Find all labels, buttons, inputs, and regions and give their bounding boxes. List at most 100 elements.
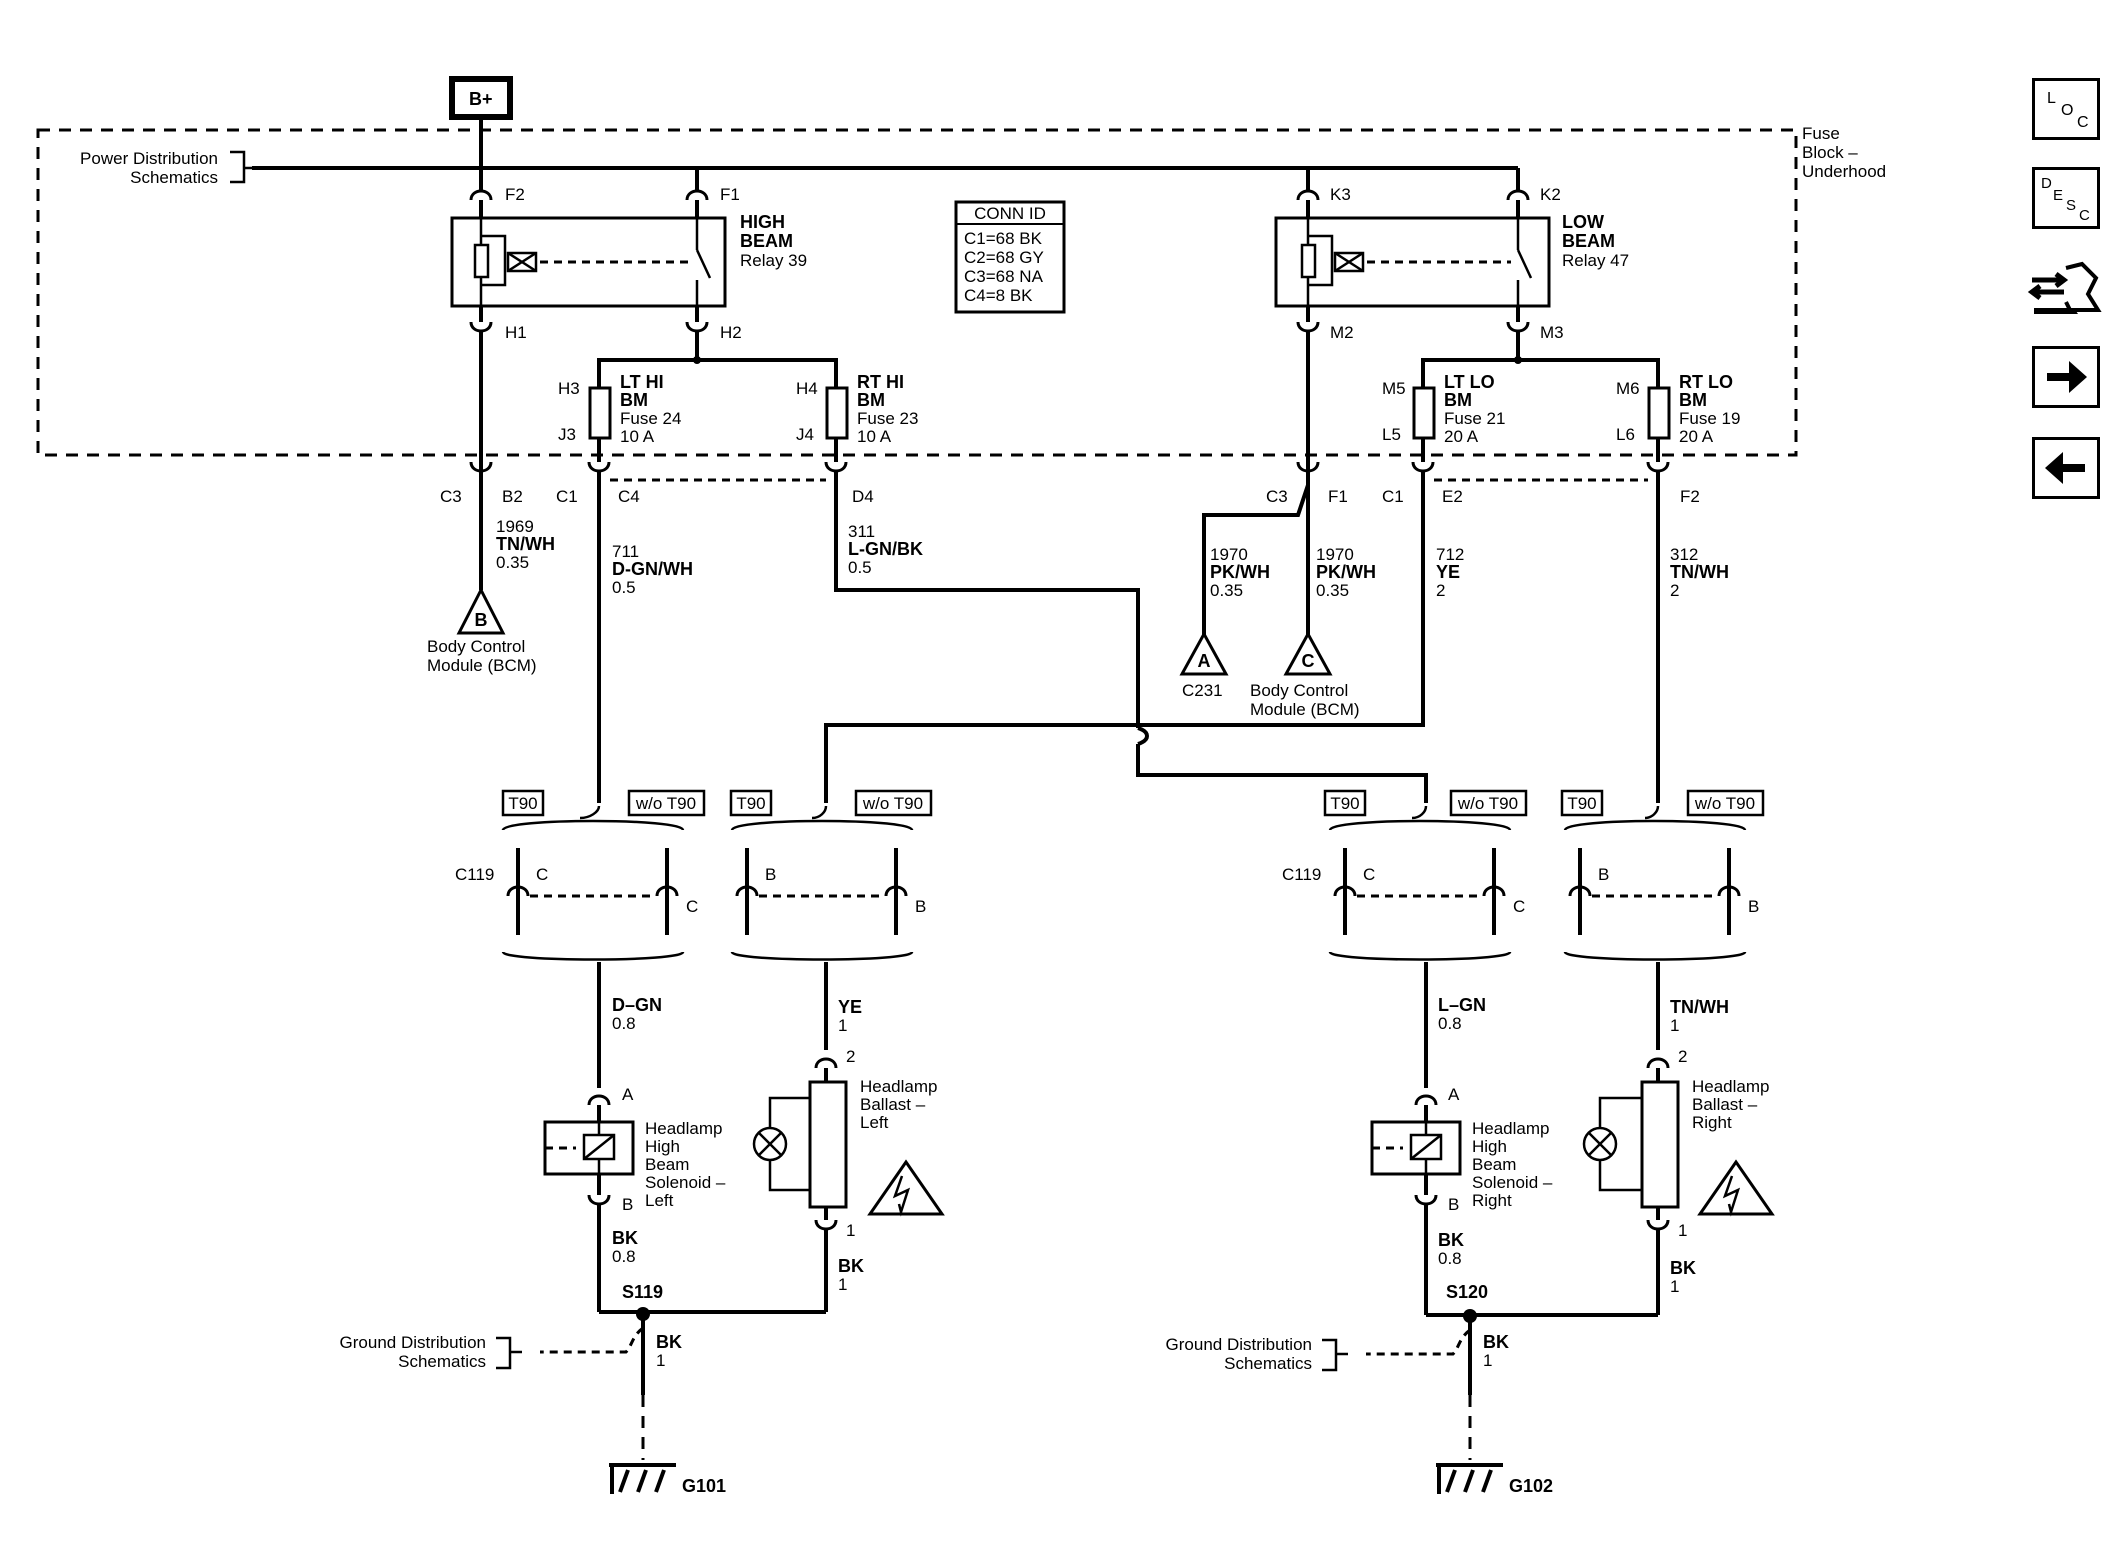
power-dist-bracket <box>230 150 252 184</box>
ref-c-letter: C <box>1302 651 1315 671</box>
fuse-1-l2: BM <box>620 390 648 410</box>
ref-triangle-c <box>1283 630 1333 676</box>
ground-symbol-g102 <box>1436 1463 1503 1494</box>
svg-text:D: D <box>2041 175 2052 192</box>
power-dist-label-1: Power Distribution <box>80 149 218 168</box>
pin-c3-low: C3 <box>1266 487 1288 506</box>
wire-1970a-color: PK/WH <box>1210 562 1270 582</box>
ground-g101: G101 <box>682 1476 726 1496</box>
relay-high-label-1: HIGH <box>740 212 785 232</box>
wire-bkr1-color: BK <box>1438 1230 1464 1250</box>
c119-l-pin-b2: B <box>915 897 926 916</box>
ground-dist-right-2: Schematics <box>1224 1354 1312 1373</box>
fuse-2-bot-pin: J4 <box>796 425 814 444</box>
relay-low-pin-k3: K3 <box>1330 185 1351 204</box>
pin-c4: C4 <box>618 487 640 506</box>
wire-711-color: D-GN/WH <box>612 559 693 579</box>
wire-lgn-gauge: 0.8 <box>1438 1014 1462 1033</box>
sol-r-label-1: Headlamp <box>1472 1119 1550 1138</box>
sol-r-label-4: Solenoid – <box>1472 1173 1553 1192</box>
svg-text:S: S <box>2066 197 2076 214</box>
relay-low-pin-k2: K2 <box>1540 185 1561 204</box>
wire-311-color: L-GN/BK <box>848 539 923 559</box>
relay-high-label-3: Relay 39 <box>740 251 807 270</box>
wire-1969-color: TN/WH <box>496 534 555 554</box>
bal-l-pin-2: 2 <box>846 1047 855 1066</box>
wire-712-color: YE <box>1436 562 1460 582</box>
sol-r-label-2: High <box>1472 1137 1507 1156</box>
back-button[interactable] <box>2032 437 2100 499</box>
fuse-block-label-3: Underhood <box>1802 162 1886 181</box>
desc-icon: D E S C <box>2041 175 2090 224</box>
fuse-rt-lo <box>1646 386 1671 473</box>
c119-r-pin-c2: C <box>1513 897 1525 916</box>
svg-text:C: C <box>2077 114 2089 131</box>
c119-l-pin-b1: B <box>765 865 776 884</box>
opt-t90-3: T90 <box>1330 794 1359 813</box>
bal-l-pin-1: 1 <box>846 1221 855 1240</box>
relay-low-pin-m3: M3 <box>1540 323 1564 342</box>
opt-wo-3: w/o T90 <box>1457 794 1518 813</box>
c119-l-pin-c2: C <box>686 897 698 916</box>
wire-bkg1-gauge: 1 <box>656 1351 665 1370</box>
wire-ye-gauge: 1 <box>838 1016 847 1035</box>
fuse-3-l3: Fuse 21 <box>1444 409 1505 428</box>
sol-r-label-5: Right <box>1472 1191 1512 1210</box>
battery-label: B+ <box>469 89 493 109</box>
desc-button[interactable]: D E S C <box>2032 167 2100 229</box>
c119-r-pin-c1: C <box>1363 865 1375 884</box>
svg-text:L: L <box>2047 90 2056 107</box>
connector-button[interactable] <box>2026 258 2102 324</box>
splice-s120-label: S120 <box>1446 1282 1488 1302</box>
next-button[interactable] <box>2032 346 2100 408</box>
bal-r-label-3: Right <box>1692 1113 1732 1132</box>
fuse-3-l2: BM <box>1444 390 1472 410</box>
wire-1970b-circuit: 1970 <box>1316 545 1354 564</box>
wire-711-circuit: 711 <box>612 542 639 561</box>
pin-c1: C1 <box>556 487 578 506</box>
c119-right-name: C119 <box>1282 865 1321 884</box>
ground-symbol-g101 <box>609 1463 676 1494</box>
ref-c-label-1: Body Control <box>1250 681 1348 700</box>
sol-l-label-1: Headlamp <box>645 1119 723 1138</box>
solenoid-right <box>1370 1120 1462 1176</box>
pin-c3: C3 <box>440 487 462 506</box>
bal-r-pin-2: 2 <box>1678 1047 1687 1066</box>
c119-left-low <box>730 805 914 968</box>
high-voltage-warning-icon <box>867 1159 945 1217</box>
fuse-lt-lo <box>1411 386 1436 473</box>
loc-button[interactable]: L O C <box>2032 78 2100 140</box>
sol-r-pin-b: B <box>1448 1195 1459 1214</box>
fuse-2-l4: 10 A <box>857 427 892 446</box>
bal-r-pin-1: 1 <box>1678 1221 1687 1240</box>
fuse-4-l3: Fuse 19 <box>1679 409 1740 428</box>
pin-b2: B2 <box>502 487 523 506</box>
fuse-2-l3: Fuse 23 <box>857 409 918 428</box>
wire-bkl2-color: BK <box>838 1256 864 1276</box>
wire-312-color: TN/WH <box>1670 562 1729 582</box>
ref-triangle-b <box>456 586 506 635</box>
ref-b-label-1: Body Control <box>427 637 525 656</box>
wire-bkr1-gauge: 0.8 <box>1438 1249 1462 1268</box>
relay-low-pin-m2: M2 <box>1330 323 1354 342</box>
relay-high-label-2: BEAM <box>740 231 793 251</box>
relay-high-pin-h2: H2 <box>720 323 742 342</box>
conn-id-row-1: C1=68 BK <box>964 229 1043 248</box>
fuse-4-l2: BM <box>1679 390 1707 410</box>
wire-1969-circuit: 1969 <box>496 517 534 536</box>
ref-c-label-2: Module (BCM) <box>1250 700 1360 719</box>
c119-left-name: C119 <box>455 865 494 884</box>
c119-right-high <box>1328 805 1512 968</box>
wire-311-gauge: 0.5 <box>848 558 872 577</box>
ref-b-label-2: Module (BCM) <box>427 656 537 675</box>
high-voltage-warning-icon <box>1697 1159 1775 1217</box>
fuse-1-l3: Fuse 24 <box>620 409 681 428</box>
sol-l-label-2: High <box>645 1137 680 1156</box>
relay-high-pin-h1: H1 <box>505 323 527 342</box>
arrow-left-icon <box>2045 452 2085 484</box>
ballast-left <box>752 1080 848 1209</box>
conn-id-box <box>954 200 1066 314</box>
svg-text:E: E <box>2053 187 2063 204</box>
wire-312-circuit: 312 <box>1670 545 1698 564</box>
svg-text:O: O <box>2061 102 2073 119</box>
